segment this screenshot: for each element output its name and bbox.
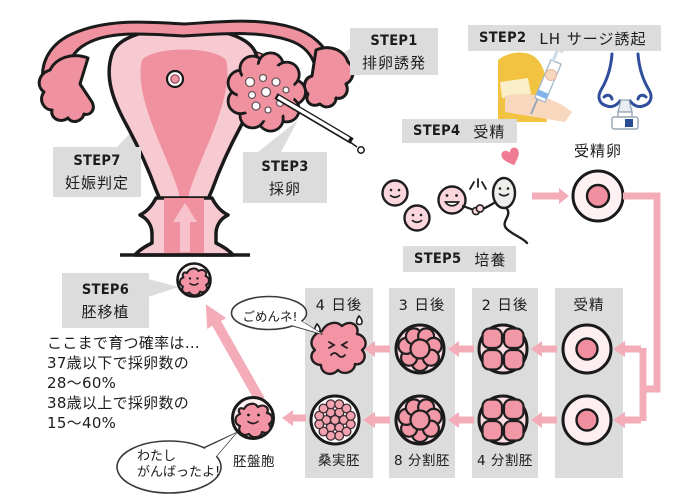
step4-label-box: STEP4 受精 [402, 119, 517, 143]
step2-number: STEP2 [479, 30, 527, 46]
stats-line-3: 28〜60% [47, 374, 117, 392]
nasal-spray-icon [597, 52, 653, 130]
culture-column-day3: 3 日後 8 分割胚 [389, 288, 455, 478]
step3-label-box: STEP3 採卵 [243, 152, 327, 203]
speech-bubble-effort-text: わたし がんばったよ! [137, 449, 220, 480]
stats-line-1: ここまで育つ確率は… [47, 334, 201, 352]
step5-number: STEP5 [414, 251, 462, 267]
culture-column-day2: 2 日後 4 分割胚 [472, 288, 538, 478]
right-fimbriae [303, 46, 355, 109]
step1-label-box: STEP1 排卵誘発 [350, 28, 438, 75]
blastocyst [231, 396, 275, 440]
step7-label-box: STEP7 妊娠判定 [53, 147, 141, 197]
step7-title: 妊娠判定 [64, 174, 129, 192]
fertilized-egg-label: 受精卵 [573, 142, 622, 160]
flow-arrows [205, 188, 661, 428]
stats-line-2: 37歳以下で採卵数の [47, 354, 190, 372]
stats-line-5: 15〜40% [47, 414, 117, 432]
effort-line-2: がんばったよ! [137, 464, 221, 480]
transfer-embryo [176, 262, 212, 298]
cell-fertilized-day0-row2 [561, 394, 613, 446]
cell-8cell-row2 [394, 394, 446, 446]
step5-label-box: STEP5 培養 [403, 246, 516, 272]
cell-morula [309, 394, 361, 446]
step2-label-box: STEP2 LH サージ誘起 [468, 25, 661, 51]
ovary-with-eggs [226, 51, 307, 133]
fertilized-egg [571, 169, 625, 223]
column-header-fertilization: 受精 [573, 298, 605, 314]
step6-title: 胚移植 [81, 302, 130, 321]
uterine-cavity [140, 49, 228, 206]
step3-title: 採卵 [268, 179, 301, 198]
step6-number: STEP6 [81, 281, 130, 298]
left-fimbriae [37, 54, 95, 123]
speech-bubble-sorry-text: ごめんネ! [242, 309, 298, 324]
egg-retrieval-needle [274, 93, 365, 154]
speech-bubble-effort-shape [116, 432, 237, 494]
column-header-day2: 2 日後 [481, 298, 529, 314]
effort-line-1: わたし [137, 449, 177, 464]
sperm-smiley [469, 176, 529, 245]
blastocyst-label: 胚盤胞 [233, 454, 275, 470]
step4-title: 受精 [473, 122, 506, 141]
step5-title: 培養 [474, 250, 507, 269]
column-header-day3: 3 日後 [398, 298, 446, 314]
stats-line-4: 38歳以上で採卵数の [47, 394, 190, 412]
speech-bubble-sorry-shape [230, 295, 323, 335]
uterus-illustration [37, 19, 355, 257]
step1-title: 排卵誘発 [361, 53, 426, 72]
transfer-up-arrow [173, 203, 197, 252]
degenerated-embryo-blob [310, 314, 367, 376]
culture-column-fertilization: 受精 [555, 288, 623, 478]
cell-8cell-row1 [394, 323, 446, 375]
step2-title: LH サージ誘起 [539, 29, 647, 48]
injection-icon [498, 46, 572, 122]
cell-4cell-row1 [477, 323, 529, 375]
step6-label-box: STEP6 胚移植 [62, 273, 149, 328]
step4-number: STEP4 [413, 123, 461, 139]
cell-fertilized-day0-row1 [561, 323, 613, 375]
step3-number: STEP3 [261, 158, 309, 175]
column-footer-4cell: 4 分割胚 [477, 453, 533, 469]
cell-4cell-row2 [477, 394, 529, 446]
column-header-day4: 4 日後 [315, 298, 363, 314]
egg-cell-smileys [381, 179, 476, 232]
column-footer-morula: 桑実胚 [318, 453, 360, 469]
step1-number: STEP1 [370, 32, 418, 49]
step7-number: STEP7 [73, 153, 121, 169]
success-rate-note: ここまで育つ確率は… 37歳以下で採卵数の 28〜60% 38歳以上で採卵数の … [47, 333, 200, 433]
column-footer-8cell: 8 分割胚 [394, 453, 450, 469]
heart-icon [501, 147, 519, 166]
